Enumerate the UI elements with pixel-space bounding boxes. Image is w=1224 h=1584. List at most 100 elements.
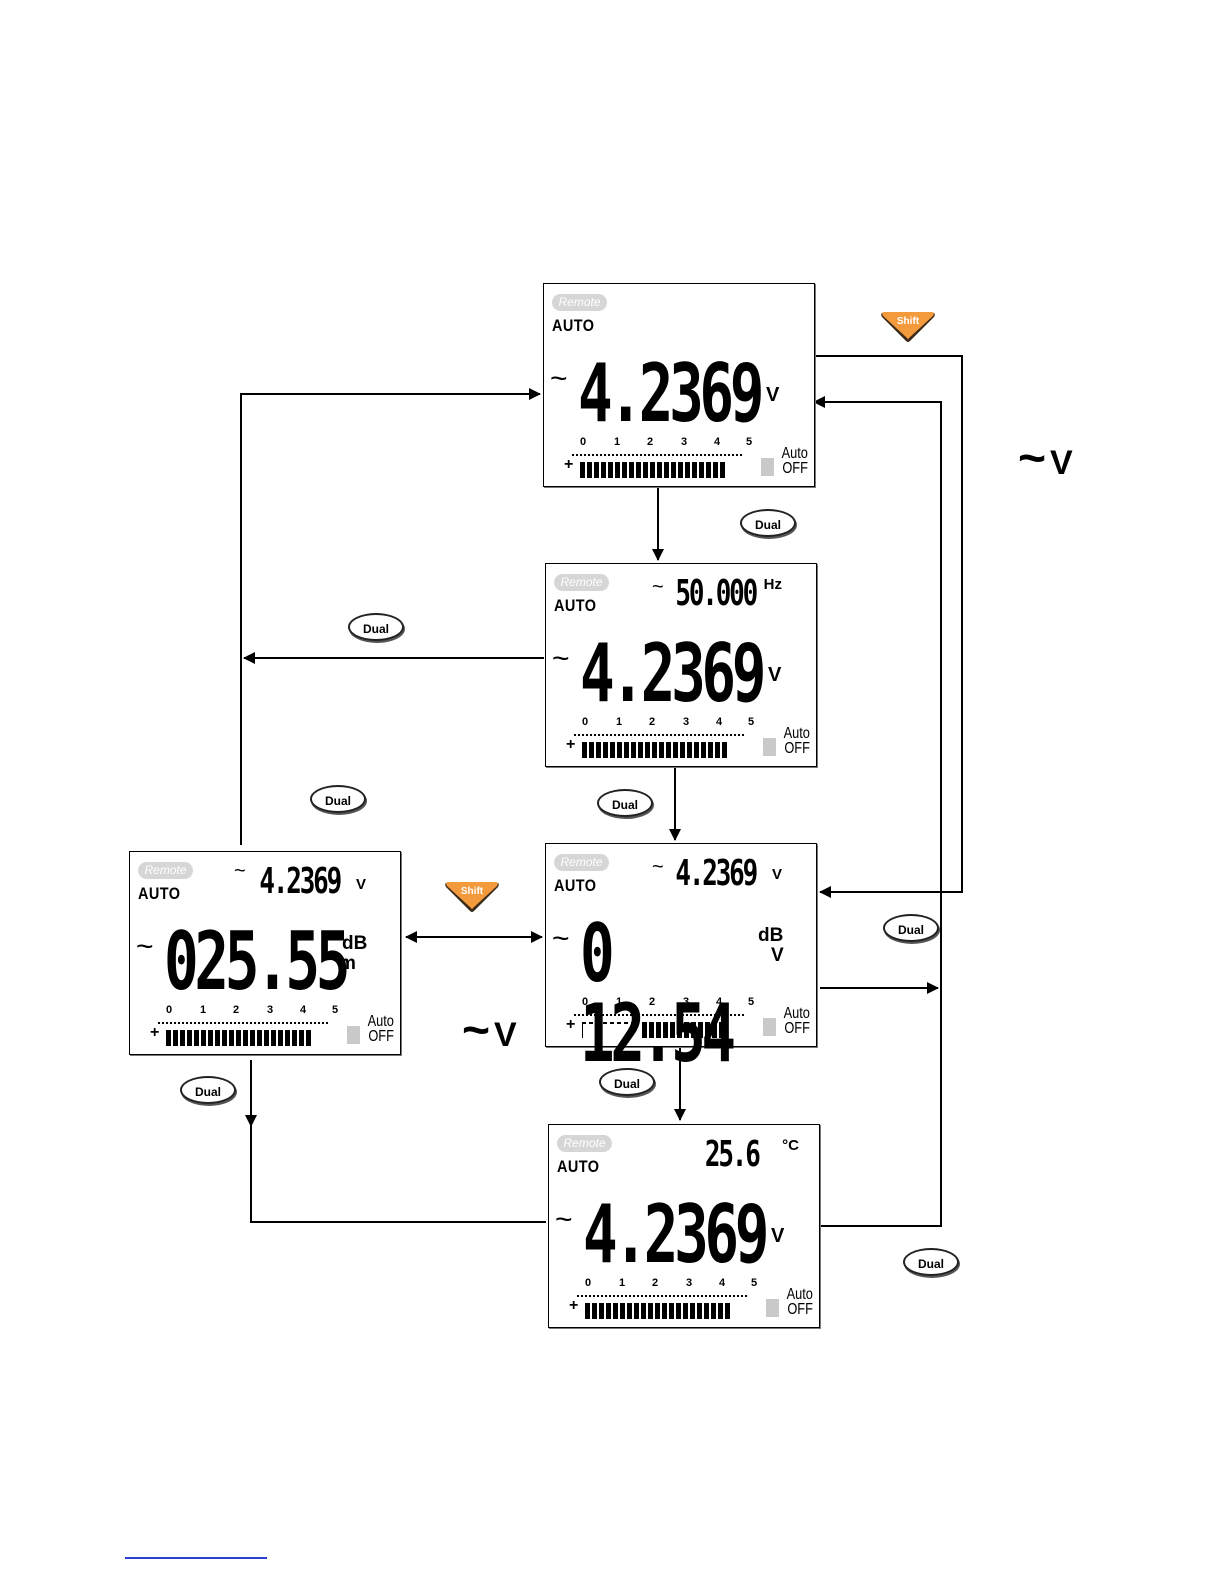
ac-icon: ~ [652,856,664,878]
scale-tick: 2 [647,436,654,448]
scale-tick: 0 [166,1004,173,1016]
lcd-screen-4: Remote AUTO ~ 4.2369 V ~ 025.55 dB m 0 1… [129,851,401,1055]
scale-tick: 5 [748,996,755,1008]
secondary-reading: 4.2369 [259,861,342,902]
bargraph-scale: 0 1 2 3 4 5 [574,716,758,740]
footer-divider [125,1557,267,1559]
bargraph [580,462,725,478]
scale-tick: 4 [714,436,721,448]
battery-icon [766,1299,779,1317]
ac-icon: ~ [234,860,246,882]
scale-tick: 0 [582,716,589,728]
scale-tick: 1 [619,1277,626,1289]
scale-tick: 5 [748,716,755,728]
scale-tick: 4 [716,716,723,728]
primary-unit-sub: m [339,953,356,974]
arrow-left-to-s1 [240,388,541,845]
plus-sign: + [150,1024,160,1041]
scale-tick: 3 [681,436,688,448]
scale-tick: 1 [200,1004,207,1016]
plus-sign: + [564,456,574,473]
primary-unit-sub: V [771,945,784,966]
ac-icon: ~ [652,576,664,598]
scale-tick: 0 [582,996,589,1008]
shift-button[interactable]: Shift [443,880,501,914]
secondary-unit: V [355,876,366,893]
remote-indicator: Remote [557,1135,612,1152]
lcd-screen-2: Remote AUTO ~ 50.000 Hz ~ 4.2369 V 0 1 2… [545,563,817,767]
primary-reading: 025.55 [164,915,350,1008]
battery-icon [763,738,776,756]
battery-icon [761,458,774,476]
scale-tick: 3 [267,1004,274,1016]
primary-unit: V [771,1225,785,1247]
bargraph [582,742,727,758]
auto-indicator: AUTO [557,1157,600,1176]
lcd-screen-1: Remote AUTO ~ 4.2369 V 0 1 2 3 4 5 + Aut… [543,283,815,487]
lcd-screen-5: Remote AUTO 25.6 °C ~ 4.2369 V 0 1 2 3 4… [548,1124,820,1328]
dual-button[interactable]: Dual [599,1068,655,1096]
remote-indicator: Remote [138,862,193,879]
scale-tick: 0 [585,1277,592,1289]
battery-icon [763,1018,776,1036]
bargraph-scale: 0 1 2 3 4 5 [577,1277,761,1301]
remote-indicator: Remote [552,294,607,311]
dual-button[interactable]: Dual [740,509,796,537]
primary-unit: V [768,664,782,686]
bargraph-scale: 0 1 2 3 4 5 [158,1004,342,1028]
scale-tick: 4 [300,1004,307,1016]
primary-unit: V [766,384,780,406]
primary-reading: 4.2369 [580,627,766,720]
dual-button[interactable]: Dual [883,914,939,942]
scale-tick: 4 [719,1277,726,1289]
plus-sign: + [566,736,576,753]
primary-reading: 4.2369 [583,1188,769,1281]
acv-mode-label: ~V [462,1004,517,1057]
auto-indicator: AUTO [554,876,597,895]
ac-icon: ~ [555,1203,573,1236]
scale-tick: 5 [332,1004,339,1016]
scale-tick: 1 [616,716,623,728]
dual-button[interactable]: Dual [597,789,653,817]
plus-sign: + [569,1297,579,1314]
auto-indicator: AUTO [138,884,181,903]
primary-unit: dB [342,933,368,954]
scale-tick: 2 [649,996,656,1008]
bargraph [166,1030,311,1046]
dual-button[interactable]: Dual [310,785,366,813]
secondary-unit: Hz [763,576,782,593]
secondary-unit: °C [782,1137,799,1154]
primary-reading: 0 12.54 [580,907,736,1080]
ac-icon: ~ [552,922,570,955]
shift-label: Shift [460,886,484,897]
shift-button[interactable]: Shift [879,310,937,344]
primary-unit: dB [758,925,784,946]
auto-indicator: AUTO [554,596,597,615]
dual-button[interactable]: Dual [348,613,404,641]
dual-button[interactable]: Dual [903,1248,959,1276]
scale-tick: 3 [683,996,690,1008]
scale-tick: 3 [686,1277,693,1289]
plus-sign: + [566,1016,576,1033]
secondary-reading: 4.2369 [675,853,758,894]
battery-icon [347,1026,360,1044]
scale-tick: 2 [233,1004,240,1016]
scale-tick: 2 [652,1277,659,1289]
arrow-s5-to-s1 [813,396,942,1227]
dual-button[interactable]: Dual [180,1076,236,1104]
bargraph-scale: 0 1 2 3 4 5 [574,996,758,1020]
auto-indicator: AUTO [552,316,595,335]
bargraph [585,1303,730,1319]
secondary-reading: 25.6 [705,1134,761,1175]
shift-key-icon [881,312,935,342]
remote-indicator: Remote [554,574,609,591]
acv-mode-label: ~V [1018,432,1073,485]
scale-tick: 5 [751,1277,758,1289]
ac-icon: ~ [550,362,568,395]
ac-icon: ~ [552,642,570,675]
primary-reading: 4.2369 [578,347,764,440]
